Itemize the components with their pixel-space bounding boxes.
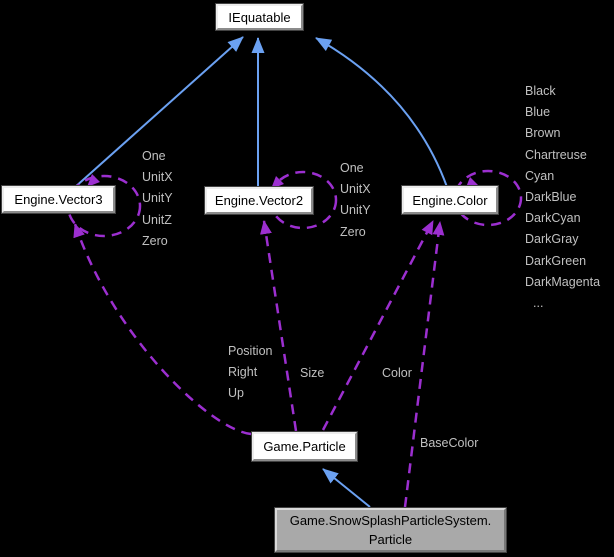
member-label: Brown: [525, 126, 561, 141]
snowsplash-label-line2: Particle: [368, 532, 413, 547]
edge-usage-particle-to-vector2: [260, 220, 298, 432]
color-members: Black Blue Brown Chartreuse Cyan DarkBlu…: [525, 81, 600, 314]
member-label: One: [142, 149, 166, 163]
node-game-particle[interactable]: Game.Particle: [252, 432, 357, 461]
usage-label-size: Size: [300, 366, 325, 380]
usage-label-line: Position: [228, 344, 273, 358]
self-loop-arrow-vector2: [271, 176, 284, 189]
member-label: UnitY: [340, 203, 371, 218]
member-label: Zero: [340, 224, 366, 239]
member-label: DarkCyan: [525, 211, 581, 226]
node-iequatable[interactable]: IEquatable: [216, 4, 303, 30]
usage-label-line: Right: [228, 365, 258, 380]
member-label: DarkGreen: [525, 253, 587, 268]
edge-usage-snowsplash-to-color: [403, 221, 445, 508]
usage-label-particle-vector3: Position Right Up: [228, 341, 272, 405]
member-label: Cyan: [525, 168, 555, 183]
self-loop-arrow-vector3: [87, 174, 100, 187]
member-label: UnitY: [142, 191, 173, 206]
node-snowsplash-particle: Game.SnowSplashParticleSystem. Particle: [275, 508, 506, 552]
node-engine-vector3[interactable]: Engine.Vector3: [2, 186, 115, 213]
member-label: UnitX: [142, 170, 173, 185]
node-engine-vector2[interactable]: Engine.Vector2: [205, 187, 313, 214]
member-label: DarkBlue: [525, 190, 577, 205]
member-label: One: [340, 161, 364, 175]
member-label: DarkMagenta: [525, 274, 601, 289]
edge-inherit-snowsplash-to-particle: [322, 468, 371, 508]
member-label: Zero: [142, 233, 168, 248]
edge-inherit-color-to-iequatable: [315, 37, 448, 188]
edge-usage-particle-to-color: [321, 220, 435, 431]
member-label-ellipsis: ...: [533, 296, 544, 311]
edge-usage-particle-to-vector3: [73, 223, 252, 436]
edge-inherit-vector3-to-iequatable: [73, 36, 244, 189]
member-label: Blue: [525, 105, 551, 120]
usage-label-line: Up: [228, 386, 244, 401]
member-label: UnitZ: [142, 212, 172, 227]
member-label: DarkGray: [525, 232, 579, 247]
node-engine-color[interactable]: Engine.Color: [402, 186, 498, 214]
self-loop-vector2: [268, 170, 338, 230]
vector2-members: One UnitX UnitY Zero: [340, 158, 371, 243]
member-label: Chartreuse: [525, 147, 587, 162]
member-label: Black: [525, 84, 556, 98]
vector3-members: One UnitX UnitY UnitZ Zero: [142, 146, 173, 252]
snowsplash-label-line1: Game.SnowSplashParticleSystem.: [289, 513, 492, 528]
usage-label-color: Color: [382, 366, 412, 380]
usage-label-basecolor: BaseColor: [420, 436, 479, 450]
member-label: UnitX: [340, 182, 371, 197]
